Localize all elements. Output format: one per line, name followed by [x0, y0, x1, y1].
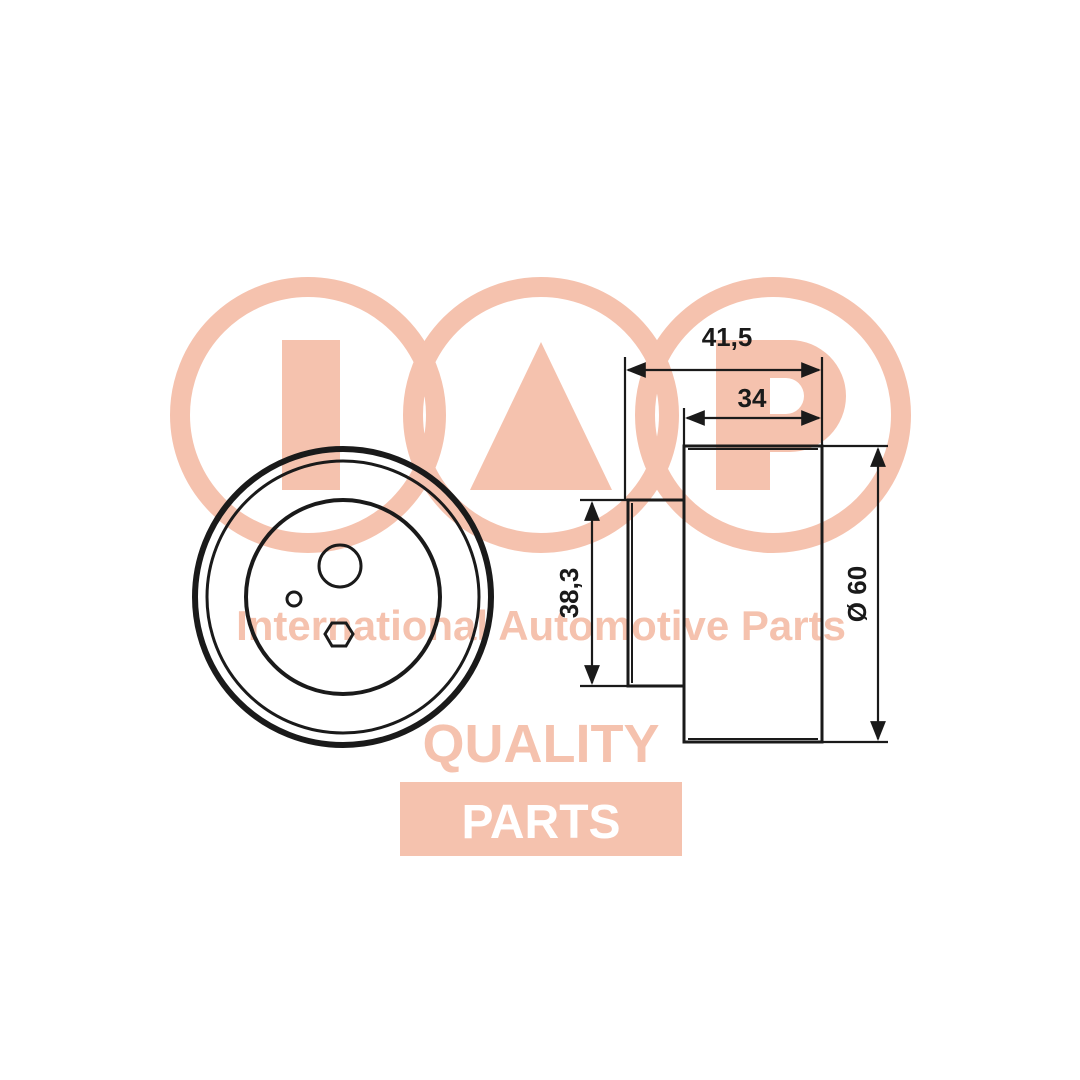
- pulley-side-view: [626, 444, 824, 744]
- dim-label-pulley-width: 34: [738, 383, 767, 413]
- dimension-lines: [580, 357, 888, 744]
- logo-letter-p: [716, 340, 846, 490]
- pulley-face-circle: [244, 498, 442, 696]
- logo-ring-p: [635, 277, 911, 553]
- bearing-hole: [317, 543, 363, 589]
- logo-ring-a: [403, 277, 679, 553]
- pulley-body: [682, 444, 824, 744]
- dim-label-pulley-diameter: Ø 60: [842, 566, 872, 622]
- pin-hole: [285, 590, 303, 608]
- pulley-inner-rim: [205, 459, 481, 735]
- logo-ring-i: [170, 277, 446, 553]
- watermark-registered-mark: R: [666, 789, 675, 803]
- pulley-front-view: [192, 446, 494, 748]
- watermark-badge-box: [400, 782, 682, 856]
- watermark-tagline: International Automotive Parts: [236, 602, 846, 649]
- dim-label-hub-diameter: 38,3: [554, 568, 584, 619]
- pulley-hub: [626, 498, 686, 688]
- iap-logo-watermark: [170, 277, 911, 553]
- iap-logo-letters: [282, 340, 846, 490]
- dim-label-overall-width: 41,5: [702, 322, 753, 352]
- watermark-badge-quality: QUALITY: [423, 714, 660, 774]
- pulley-outer-rim: [192, 446, 494, 748]
- logo-letter-i: [282, 340, 340, 490]
- watermark-badge-parts: PARTS: [461, 796, 620, 849]
- hex-bolt: [323, 621, 355, 648]
- logo-letter-a: [470, 342, 612, 490]
